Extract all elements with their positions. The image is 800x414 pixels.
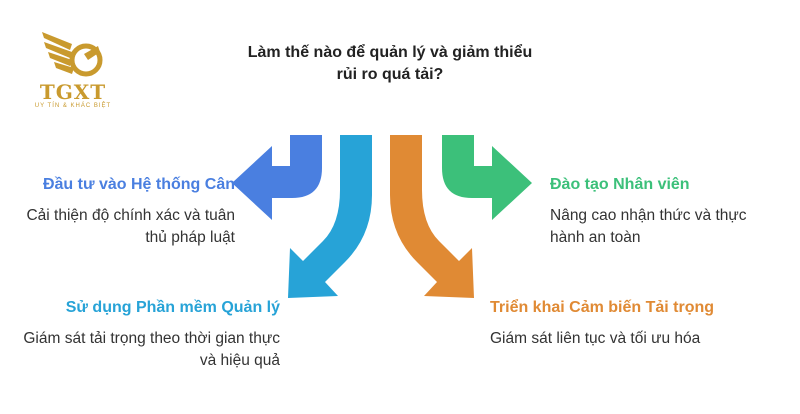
item-heading: Đầu tư vào Hệ thống Cân bbox=[42, 176, 235, 193]
item-description: Giám sát liên tục và tối ưu hóa bbox=[490, 330, 701, 347]
light-blue-arrow bbox=[288, 135, 372, 298]
item-description: Giám sát tải trọng theo thời gian thực v… bbox=[23, 330, 280, 369]
item-management-software: Sử dụng Phần mềm Quản lý Giám sát tải tr… bbox=[20, 298, 280, 372]
blue-arrow bbox=[232, 135, 322, 220]
item-heading: Triển khai Cảm biến Tải trọng bbox=[490, 299, 715, 316]
item-description: Nâng cao nhận thức và thực hành an toàn bbox=[550, 207, 747, 246]
item-load-sensors: Triển khai Cảm biến Tải trọng Giám sát l… bbox=[490, 298, 740, 350]
item-heading: Sử dụng Phần mềm Quản lý bbox=[65, 299, 280, 316]
logo-tagline: UY TÍN & KHÁC BIỆT bbox=[34, 103, 112, 109]
item-heading: Đào tạo Nhân viên bbox=[550, 176, 690, 193]
item-weighing-system: Đầu tư vào Hệ thống Cân Cải thiện độ chí… bbox=[20, 175, 235, 249]
item-staff-training: Đào tạo Nhân viên Nâng cao nhận thức và … bbox=[550, 175, 785, 249]
green-arrow bbox=[442, 135, 532, 220]
item-description: Cải thiện độ chính xác và tuân thủ pháp … bbox=[26, 207, 235, 246]
orange-arrow bbox=[390, 135, 474, 298]
logo-name: TGXT bbox=[39, 80, 107, 104]
tgxt-logo bbox=[42, 32, 103, 77]
diagram-title: Làm thế nào để quản lý và giảm thiểu rủi… bbox=[247, 44, 533, 83]
